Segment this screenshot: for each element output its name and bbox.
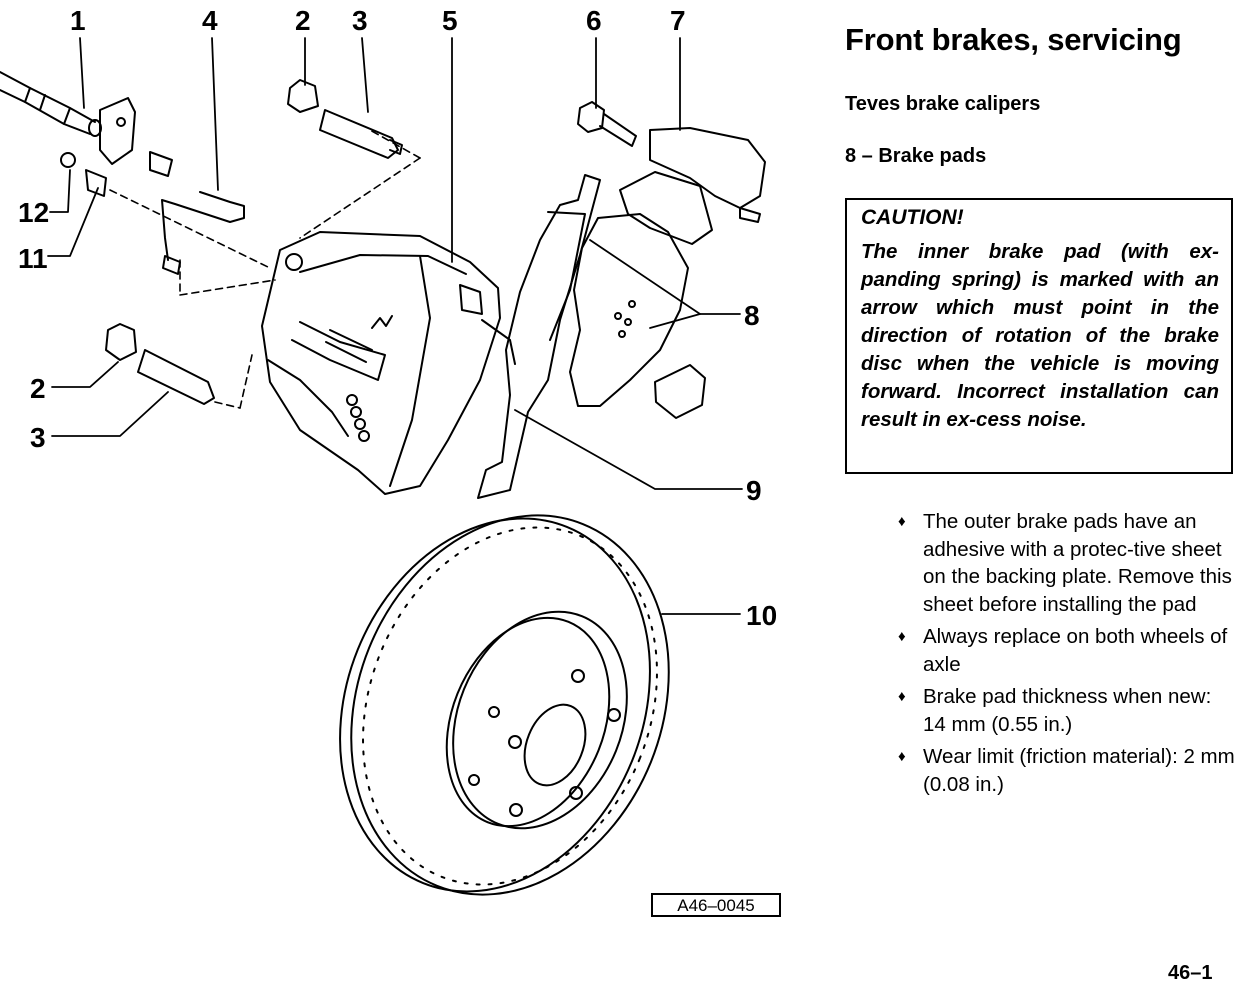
page-title: Front brakes, servicing — [845, 22, 1182, 57]
callout-7: 7 — [670, 5, 686, 36]
callout-3-left: 3 — [30, 422, 46, 453]
guide-bolt-left-drawing — [105, 323, 215, 405]
page-number: 46–1 — [1168, 962, 1213, 984]
callout-4: 4 — [202, 5, 218, 36]
caliper-carrier-drawing — [619, 127, 766, 245]
figure-id-box — [651, 893, 781, 917]
callout-1: 1 — [70, 5, 86, 36]
callout-8: 8 — [744, 300, 760, 331]
exploded-brake-diagram: 1 4 2 3 5 6 7 12 11 8 2 3 9 10 A46–0045 — [0, 5, 781, 917]
caution-box: CAUTION! The inner brake pad (with ex-pa… — [845, 198, 1233, 474]
note-text: Always replace on both wheels of axle — [923, 625, 1228, 676]
guide-bolt-top-drawing — [287, 79, 403, 159]
brake-line-drawing — [149, 151, 245, 275]
caution-heading: CAUTION! — [861, 206, 964, 229]
callout-6: 6 — [586, 5, 602, 36]
diamond-bullet-icon: ♦ — [898, 513, 906, 530]
page-subtitle: Teves brake calipers — [845, 93, 1041, 115]
outer-brake-pad-drawing — [477, 174, 601, 499]
diamond-bullet-icon: ♦ — [898, 688, 906, 705]
brake-hose-drawing — [0, 71, 136, 197]
callout-3-top: 3 — [352, 5, 368, 36]
figure-id: A46–0045 — [677, 896, 755, 915]
inner-brake-pad-drawing — [569, 213, 706, 419]
diamond-bullet-icon: ♦ — [898, 628, 906, 645]
note-text: Wear limit (friction material): 2 mm (0.… — [923, 745, 1235, 796]
note-item: ♦ The outer brake pads have an adhesive … — [898, 508, 1238, 618]
note-text: The outer brake pads have an adhesive wi… — [923, 510, 1232, 616]
callout-12: 12 — [18, 197, 49, 228]
callout-5: 5 — [442, 5, 458, 36]
brake-disc-drawing — [339, 514, 670, 896]
section-heading: 8 – Brake pads — [845, 145, 987, 167]
note-text: Brake pad thickness when new: 14 mm (0.5… — [923, 685, 1212, 736]
note-item: ♦ Wear limit (friction material): 2 mm (… — [898, 743, 1238, 798]
caution-text: The inner brake pad (with ex-panding spr… — [861, 240, 1219, 431]
callout-11: 11 — [18, 243, 48, 274]
callout-2-top: 2 — [295, 5, 311, 36]
caliper-bolt-drawing — [577, 101, 637, 147]
callout-10: 10 — [746, 600, 777, 631]
callout-9: 9 — [746, 475, 762, 506]
note-item: ♦ Always replace on both wheels of axle — [898, 623, 1238, 678]
callout-2-left: 2 — [30, 373, 46, 404]
note-item: ♦ Brake pad thickness when new: 14 mm (0… — [898, 683, 1238, 738]
notes-list: ♦ The outer brake pads have an adhesive … — [898, 508, 1238, 803]
caliper-housing-drawing — [261, 231, 516, 495]
diamond-bullet-icon: ♦ — [898, 748, 906, 765]
